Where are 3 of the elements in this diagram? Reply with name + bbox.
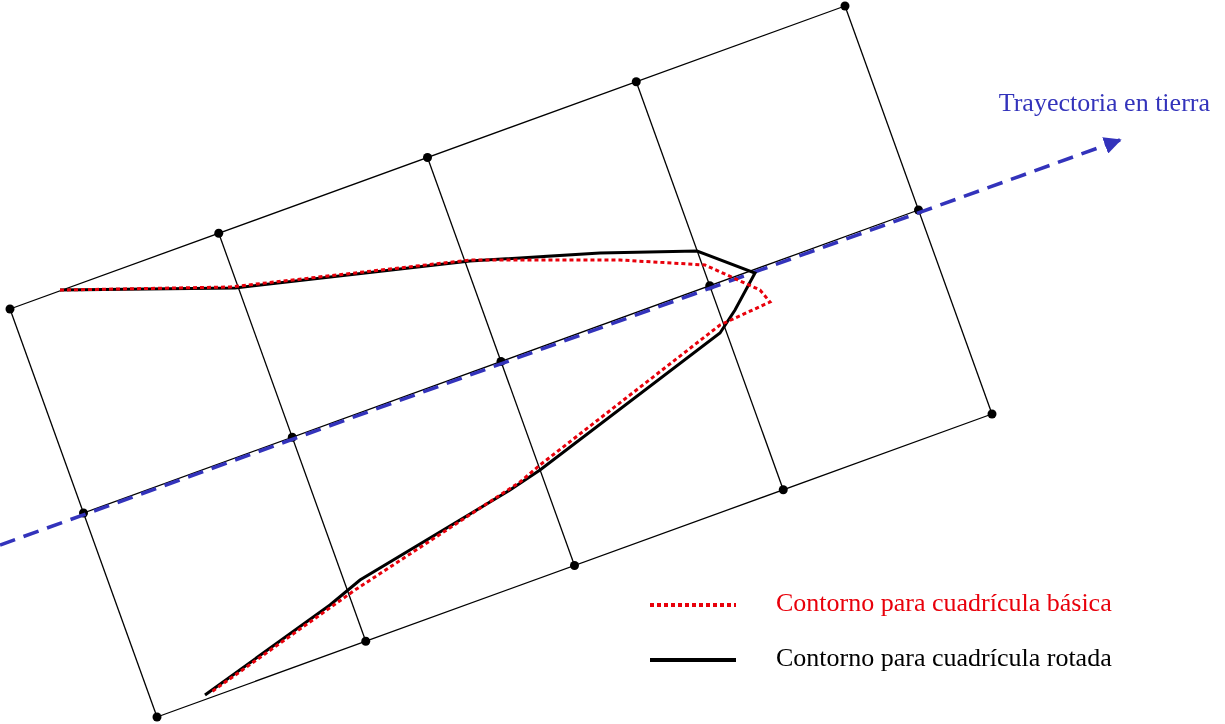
- trajectory-label: Trayectoria en tierra: [998, 90, 1210, 116]
- legend-text: Contorno para cuadrícula rotada: [776, 645, 1112, 671]
- legend-text: Contorno para cuadrícula básica: [776, 590, 1112, 616]
